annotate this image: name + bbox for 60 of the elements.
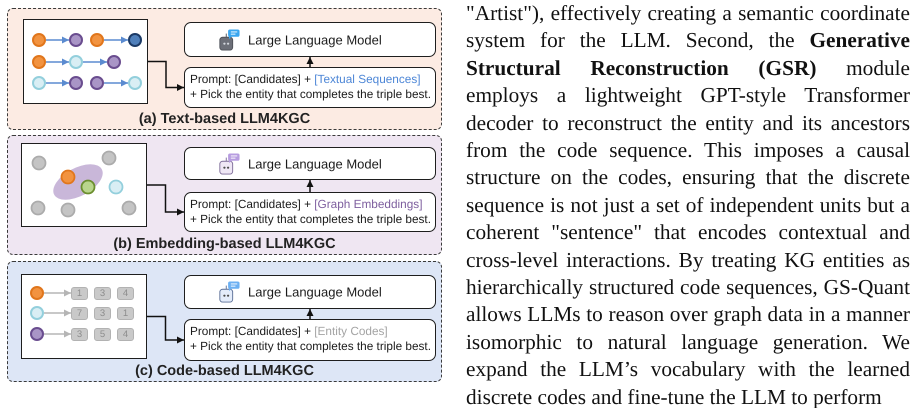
arrow bbox=[46, 36, 69, 44]
arrow bbox=[306, 180, 314, 192]
arrow bbox=[148, 60, 184, 91]
prompt-box bbox=[184, 67, 436, 108]
graph-frame bbox=[21, 274, 147, 359]
llm-box bbox=[184, 22, 436, 57]
entity-circle bbox=[107, 55, 121, 69]
arrow bbox=[44, 290, 71, 296]
arrow bbox=[147, 184, 184, 216]
method-panel bbox=[7, 135, 442, 255]
graph-frame bbox=[23, 19, 148, 104]
arrow bbox=[306, 309, 314, 319]
panel-title: (b) Embedding-based LLM4KGC bbox=[113, 236, 336, 252]
code-token: 4 bbox=[117, 328, 134, 340]
prompt-box bbox=[184, 192, 436, 232]
entity-circle bbox=[90, 33, 104, 47]
arrow bbox=[83, 58, 107, 66]
arrow bbox=[46, 58, 69, 66]
prompt-text: Prompt: [Candidates] + [Textual Sequences] + Pick the entity that completes the triple best. bbox=[190, 72, 431, 102]
panel-title: (a) Text-based LLM4KGC bbox=[138, 111, 310, 127]
llm-label: Large Language Model bbox=[248, 284, 382, 300]
code-token: 5 bbox=[94, 328, 111, 340]
entity-circle bbox=[128, 76, 142, 90]
code-token: 4 bbox=[117, 286, 134, 300]
panel-title: (c) Code-based LLM4KGC bbox=[135, 363, 314, 379]
arrow bbox=[104, 36, 128, 44]
code-token: 1 bbox=[71, 286, 88, 300]
code-token: 1 bbox=[117, 306, 134, 320]
arrow bbox=[147, 316, 184, 344]
arrow bbox=[46, 80, 69, 86]
arrow bbox=[44, 310, 71, 316]
llm-label: Large Language Model bbox=[248, 32, 382, 47]
arrow bbox=[306, 57, 314, 67]
entity-circle bbox=[32, 76, 46, 90]
entity-circle bbox=[30, 327, 44, 341]
arrow bbox=[104, 80, 128, 86]
entity-circle bbox=[32, 55, 46, 69]
entity-circle bbox=[128, 33, 142, 47]
code-token: 3 bbox=[94, 286, 111, 300]
method-panel bbox=[7, 261, 442, 382]
body-paragraph: "Artist"), effectively creating a semantic coordinate system for the LLM. Second, the Generative Structural Reconstruction (GSR) module employs a lightweight GPT-style Transformer decoder to reconstruct the entity and its ancestors from the code sequence. This imposes a causal structure on the codes, ensuring that the discrete sequence is not just a set of independent units but a coherent "sentence" that encodes contextual and cross-level interactions. By treating KG entities as hierarchically structured code sequences, GS-Quant allows LLMs to reason over graph data in a manner isomorphic to natural language generation. We expand the LLM’s vocabulary with the learned discrete codes and fine-tune the LLM to perform bbox=[466, 0, 910, 408]
llm-box bbox=[184, 147, 436, 180]
code-token: 3 bbox=[71, 328, 88, 340]
prompt-text: Prompt: [Candidates] + [Entity Codes] + Pick the entity that completes the triple best. bbox=[190, 324, 431, 354]
llm-label: Large Language Model bbox=[248, 156, 382, 171]
prompt-box bbox=[184, 319, 436, 361]
graph-frame bbox=[21, 143, 147, 227]
entity-circle bbox=[69, 76, 83, 90]
arrow bbox=[44, 330, 71, 338]
method-panel bbox=[7, 8, 442, 130]
prompt-text: Prompt: [Candidates] + [Graph Embeddings] + Pick the entity that completes the triple best. bbox=[190, 197, 431, 227]
entity-circle bbox=[30, 306, 44, 320]
code-token: 7 bbox=[71, 306, 88, 320]
entity-circle bbox=[69, 55, 83, 69]
entity-circle bbox=[32, 33, 46, 47]
code-token: 3 bbox=[94, 306, 111, 320]
entity-circle bbox=[69, 33, 83, 47]
entity-circle bbox=[90, 76, 104, 90]
llm-box bbox=[184, 275, 436, 309]
entity-circle bbox=[30, 286, 44, 300]
